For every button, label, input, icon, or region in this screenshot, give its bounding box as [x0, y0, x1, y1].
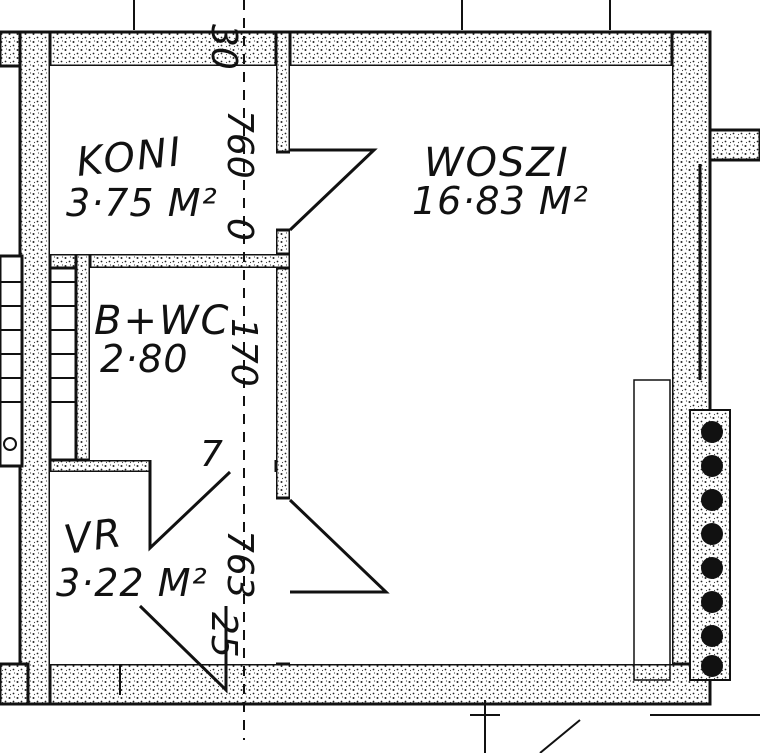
- bottom-wall: [18, 662, 712, 706]
- vr-floor: [50, 472, 276, 664]
- door-bwc: [148, 470, 232, 552]
- dimension-lines: [119, 0, 760, 753]
- room-name-bwc: B+WC: [94, 298, 230, 344]
- room-area-bwc: 2·80: [100, 337, 189, 381]
- dim-top-fragment: 30: [203, 24, 244, 70]
- woszi-floor: [290, 66, 672, 664]
- left-wall: [18, 30, 52, 706]
- room-area-woszi: 16·83 M²: [412, 179, 589, 223]
- dim-koni-width: 760: [219, 110, 260, 179]
- room-area-vr: 3·22 M²: [56, 561, 208, 605]
- room-name-koni: KONI: [74, 129, 185, 186]
- room-name-woszi: WOSZI: [424, 140, 570, 186]
- dim-zero: 0: [219, 218, 260, 241]
- partition-bwc-vr: [48, 458, 152, 474]
- room-area-koni: 3·75 M²: [66, 181, 218, 225]
- koni-floor: [50, 66, 276, 254]
- radiator-icon: [633, 379, 731, 681]
- dim-wall-small: 25: [203, 612, 244, 658]
- stairs-icon: [0, 254, 76, 468]
- partition-bwc-woszi: [274, 228, 292, 500]
- partition-koni-woszi: [274, 30, 292, 154]
- room-name-vr: VR: [61, 510, 126, 564]
- top-wall: [0, 30, 712, 68]
- dim-vr-width: 763: [219, 530, 260, 599]
- dim-fragment-7: 7: [200, 434, 223, 475]
- walls: [0, 30, 712, 706]
- bottom-wall-end: [0, 662, 30, 706]
- door-woszi: [288, 498, 390, 594]
- window-right: [698, 128, 760, 380]
- door-koni: [288, 148, 378, 232]
- dim-bwc-width: 170: [223, 318, 264, 387]
- partition-bwc-left: [74, 252, 92, 472]
- door-vr: [138, 604, 228, 694]
